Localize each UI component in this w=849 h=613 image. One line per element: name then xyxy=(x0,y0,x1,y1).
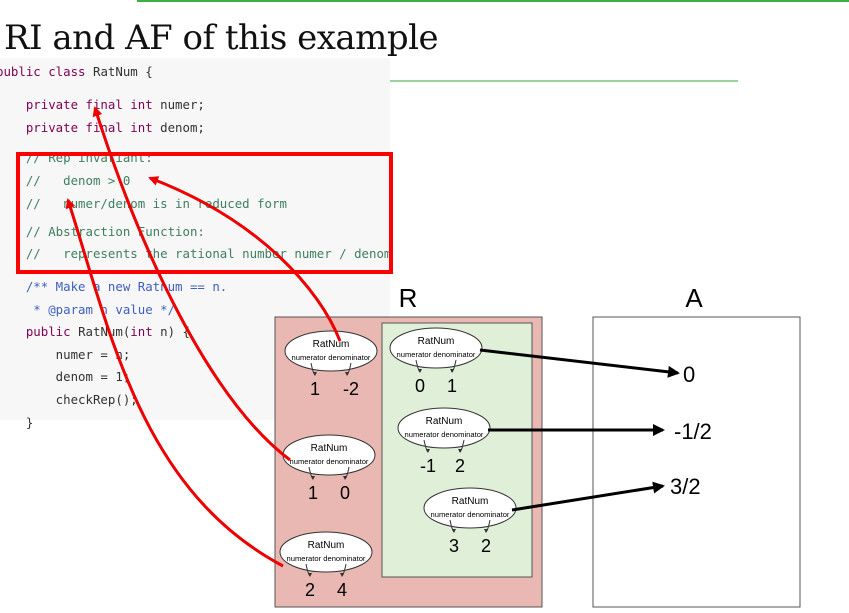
af-arrow-3-2 xyxy=(511,481,665,512)
denominator-value: -2 xyxy=(343,379,359,399)
pointer-head xyxy=(311,476,315,480)
ratnum-object: RatNum numerator denominator 0 1 xyxy=(389,327,483,396)
code-line: // denom > 0 xyxy=(0,173,130,188)
af-arrow-0 xyxy=(479,348,680,378)
object-ellipse xyxy=(284,330,378,372)
object-class-label: RatNum xyxy=(308,540,345,551)
ratnum-object: RatNum numerator denominator 1 -2 xyxy=(284,330,378,399)
object-class-label: RatNum xyxy=(452,496,489,507)
code-line: // Abstraction Function: xyxy=(0,224,205,239)
code-line: // represents the rational number numer … xyxy=(0,246,392,261)
object-ellipse xyxy=(397,407,491,449)
pointer-head xyxy=(308,573,312,577)
object-fields-label: numerator denominator xyxy=(292,353,371,362)
code-token: // represents the rational number numer … xyxy=(0,246,392,261)
code-line: checkRep(); xyxy=(0,392,138,407)
top-divider xyxy=(137,0,849,2)
code-token: checkRep(); xyxy=(0,392,138,407)
object-fields-label: numerator denominator xyxy=(397,350,476,359)
code-line: } xyxy=(0,415,33,430)
abstract-value-region xyxy=(592,316,801,608)
code-line: denom = 1; xyxy=(0,369,131,384)
object-ellipse xyxy=(282,434,376,476)
pointer-head xyxy=(484,529,488,533)
ratnum-object: RatNum numerator denominator 3 2 xyxy=(423,487,517,556)
numerator-value: 1 xyxy=(310,379,320,399)
object-fields-label: numerator denominator xyxy=(287,554,366,563)
pointer-head xyxy=(426,449,430,453)
object-class-label: RatNum xyxy=(313,339,350,350)
code-token: * @param n value */ xyxy=(0,302,176,317)
ratnum-object: RatNum numerator denominator 1 0 xyxy=(282,434,376,503)
code-token: numer; xyxy=(160,97,205,112)
abstract-value-0: 0 xyxy=(683,362,695,387)
denominator-value: 4 xyxy=(337,580,347,600)
code-token: // Abstraction Function: xyxy=(0,224,205,239)
object-class-label: RatNum xyxy=(311,443,348,454)
code-token: /** Make a new Ratnum == n. xyxy=(0,279,228,294)
code-line: private final int denom; xyxy=(0,120,205,135)
code-line: public RatNum(int n) { xyxy=(0,324,190,339)
code-token: RatNum( xyxy=(78,324,131,339)
code-token: public class xyxy=(0,64,93,79)
object-ellipse xyxy=(279,531,373,573)
pointer-head xyxy=(418,369,422,373)
denominator-value: 2 xyxy=(481,536,491,556)
numerator-value: 0 xyxy=(415,376,425,396)
object-ellipse xyxy=(423,487,517,529)
ratnum-object: RatNum numerator denominator 2 4 xyxy=(279,531,373,600)
object-fields-label: numerator denominator xyxy=(431,510,510,519)
code-token: RatNum { xyxy=(92,64,153,79)
object-ellipse xyxy=(389,327,483,369)
r-set-label: R xyxy=(399,283,418,313)
object-class-label: RatNum xyxy=(426,416,463,427)
pointer-head xyxy=(450,369,454,373)
rep-invariant-highlight-box xyxy=(16,152,393,274)
code-line: /** Make a new Ratnum == n. xyxy=(0,279,227,294)
code-token: } xyxy=(25,415,34,430)
title-underline xyxy=(370,80,738,82)
numerator-value: 3 xyxy=(449,536,459,556)
denominator-value: 2 xyxy=(455,456,465,476)
pointer-head xyxy=(452,529,456,533)
slide-title: RI and AF of this example xyxy=(4,18,439,58)
pointer-head xyxy=(343,476,347,480)
denominator-value: 0 xyxy=(340,483,350,503)
code-token: int xyxy=(130,324,161,339)
abstract-value-3-2: 3/2 xyxy=(670,474,701,499)
ri-violation-arrow-denom-neg xyxy=(148,176,342,342)
denominator-value: 1 xyxy=(447,376,457,396)
code-token: n) { xyxy=(160,324,190,339)
ri-violation-arrow-denom-zero xyxy=(92,106,291,462)
code-token: denom; xyxy=(160,120,205,135)
code-line: public class RatNum { xyxy=(0,64,153,79)
object-fields-label: numerator denominator xyxy=(405,430,484,439)
numerator-value: -1 xyxy=(420,456,436,476)
code-token: public xyxy=(0,324,79,339)
numerator-value: 2 xyxy=(305,580,315,600)
object-class-label: RatNum xyxy=(418,336,455,347)
code-token: // denom > 0 xyxy=(0,173,131,188)
code-line: * @param n value */ xyxy=(0,302,175,317)
a-set-label: A xyxy=(685,283,703,313)
pointer-head xyxy=(345,372,349,376)
pointer-head xyxy=(340,573,344,577)
object-fields-label: numerator denominator xyxy=(290,457,369,466)
ratnum-object: RatNum numerator denominator -1 2 xyxy=(397,407,491,476)
code-token: denom = 1; xyxy=(0,369,131,384)
pointer-head xyxy=(458,449,462,453)
pointer-head xyxy=(313,372,317,376)
ri-violation-arrow-not-reduced xyxy=(65,198,284,568)
abstract-value-neg-half: -1/2 xyxy=(674,419,712,444)
numerator-value: 1 xyxy=(308,483,318,503)
code-token: private final int xyxy=(0,120,161,135)
